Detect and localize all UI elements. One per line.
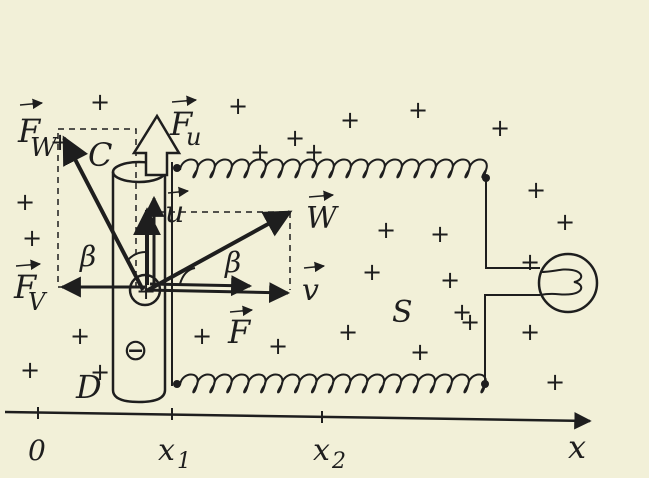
plus-mark: + <box>376 216 396 244</box>
tick-label-x2: x <box>313 433 330 468</box>
plus-mark: + <box>490 114 510 142</box>
label-Fv-sub: V <box>28 288 48 316</box>
coil-bottom <box>179 373 487 394</box>
label-w: W <box>306 201 339 236</box>
label-Fu-overarrow <box>171 95 198 107</box>
axis-label-x: x <box>568 428 586 466</box>
rail-node-bottom <box>173 380 181 388</box>
plus-mark: + <box>22 224 42 252</box>
plus-mark: + <box>408 96 428 124</box>
plus-mark: + <box>338 318 358 346</box>
label-S: S <box>392 295 413 330</box>
label-Fu-sub: u <box>186 123 201 151</box>
plus-mark: + <box>340 106 360 134</box>
label-beta-left: β <box>79 240 96 273</box>
label-u: u <box>165 195 184 230</box>
plus-mark: + <box>228 92 248 120</box>
label-beta-right: β <box>224 246 241 279</box>
label-v-overarrow <box>303 261 326 273</box>
plus-mark: + <box>50 128 70 156</box>
label-Fw: F <box>17 112 42 150</box>
rail-node-top <box>173 164 181 172</box>
vector-w <box>147 210 293 292</box>
plus-mark: + <box>250 138 270 166</box>
plus-mark: + <box>430 220 450 248</box>
label-D: D <box>75 368 102 406</box>
label-Fv-overarrow <box>15 259 42 271</box>
x-axis <box>4 410 592 430</box>
plus-mark: + <box>452 298 472 326</box>
arrow-Fu <box>131 113 182 177</box>
positive-charge-sign: + <box>136 277 156 305</box>
tick-label-x1-sub: 1 <box>177 449 191 474</box>
label-v: v <box>302 273 319 308</box>
conductor-tube <box>111 172 167 404</box>
tick-label-x2-sub: 2 <box>331 449 346 474</box>
label-Fu: F <box>169 105 194 143</box>
plus-mark: + <box>90 88 110 116</box>
label-Fw-sub: W <box>30 133 59 163</box>
angle-arc-right <box>179 267 196 285</box>
lamp-icon <box>537 252 599 314</box>
plus-marks: +++++++++++++++++++++++++++++ <box>15 88 575 396</box>
negative-charge: ⊖ <box>123 333 148 368</box>
label-F: F <box>227 313 252 351</box>
lamp-filament-icon <box>539 268 583 296</box>
plus-mark: + <box>410 338 430 366</box>
plus-mark: + <box>362 258 382 286</box>
plus-mark: + <box>90 358 110 386</box>
vector-v <box>144 282 291 304</box>
plus-mark: + <box>20 356 40 384</box>
plus-mark: + <box>520 318 540 346</box>
plus-mark: + <box>520 248 540 276</box>
positive-charge <box>128 273 162 307</box>
plus-mark: + <box>268 332 288 360</box>
plus-mark: + <box>304 138 324 166</box>
plus-mark: + <box>440 266 460 294</box>
plus-mark: + <box>15 188 35 216</box>
vector-F <box>149 275 253 297</box>
plus-mark: + <box>285 124 305 152</box>
wire-right <box>485 178 540 269</box>
angle-arc-left <box>127 251 147 261</box>
tick-label-0: 0 <box>28 434 46 467</box>
tick-label-x1: x <box>158 433 175 468</box>
label-Fv: F <box>13 268 38 306</box>
plus-mark: + <box>70 322 90 350</box>
label-C: C <box>88 136 112 174</box>
plus-mark: + <box>192 322 212 350</box>
label-Fw-overarrow <box>19 98 44 110</box>
label-w-overarrow <box>308 190 335 202</box>
vector-Fw <box>62 135 145 291</box>
coil-top <box>179 158 488 179</box>
label-u-overarrow <box>167 186 190 198</box>
plus-mark: + <box>555 208 575 236</box>
plus-mark: + <box>460 308 480 336</box>
label-F-overarrow <box>229 305 254 317</box>
wire-right-bottom <box>484 294 540 384</box>
plus-mark: + <box>526 176 546 204</box>
plus-mark: + <box>545 368 565 396</box>
